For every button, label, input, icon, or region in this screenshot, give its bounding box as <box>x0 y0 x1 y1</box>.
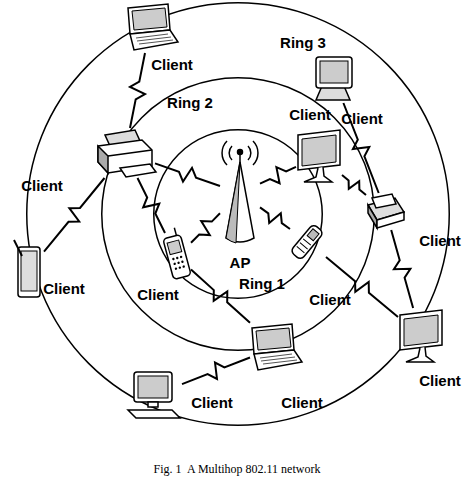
desktop-icon <box>128 372 180 418</box>
laptop-icon <box>128 4 178 50</box>
client-device: Client <box>95 128 155 178</box>
ring-circle: Ring 3 Ring 2 Ring 1 AP <box>26 2 450 426</box>
ring-outline <box>101 77 375 351</box>
ring-outline <box>26 2 450 426</box>
ring-circle: Ring 2 Ring 1 AP <box>101 77 375 351</box>
ring-circle: Ring 1 AP <box>153 129 323 299</box>
ap-tower <box>222 141 258 243</box>
wireless-link <box>391 230 413 308</box>
device-label: Client <box>419 233 461 248</box>
device-label: Client <box>43 281 85 296</box>
client-device: Client <box>14 240 44 300</box>
device-label: Client <box>191 395 233 410</box>
figure-caption: Fig. 1 A Multihop 802.11 network <box>0 462 474 477</box>
ring-outline <box>153 129 323 299</box>
wireless-link <box>326 257 398 317</box>
printer-icon <box>98 130 156 177</box>
wireless-link <box>260 207 290 229</box>
device-label: Client <box>419 373 461 388</box>
client-device: Client <box>296 128 342 184</box>
device-label: Client <box>137 287 179 302</box>
scanner-icon <box>368 194 404 228</box>
crt-monitor-icon <box>316 57 352 100</box>
wireless-link <box>44 178 105 252</box>
device-label: AP <box>230 255 251 270</box>
wireless-link <box>182 358 250 385</box>
ring-label: Ring 3 <box>280 35 326 50</box>
client-device: Client <box>250 322 304 372</box>
client-device: Client <box>312 55 356 103</box>
wireless-link <box>191 213 220 243</box>
client-device: Client <box>398 308 444 364</box>
client-device: Client <box>290 222 326 262</box>
wireless-link <box>342 175 366 195</box>
ring-label: Ring 1 <box>239 276 285 291</box>
device-label: Client <box>341 111 383 126</box>
monitor-icon <box>400 310 442 362</box>
device-label: Client <box>21 178 63 193</box>
wireless-link <box>138 178 166 233</box>
client-device: Client <box>126 370 182 420</box>
pda-icon <box>161 227 191 280</box>
ring-label: Ring 2 <box>167 95 213 110</box>
client-device: Client <box>163 233 191 281</box>
client-device: Client <box>366 193 406 230</box>
wireless-link <box>155 163 220 186</box>
phone-icon <box>290 224 324 261</box>
monitor-icon <box>298 130 340 182</box>
client-device: Client <box>120 3 180 53</box>
device-label: Client <box>151 57 193 72</box>
device-label: Client <box>281 395 323 410</box>
device-label: Client <box>289 107 331 122</box>
wireless-link <box>343 103 378 193</box>
wireless-link <box>191 270 250 323</box>
laptop-icon <box>252 324 302 370</box>
wireless-link <box>260 167 296 184</box>
access-point: AP <box>220 140 260 246</box>
tablet-icon <box>14 240 40 297</box>
device-label: Client <box>309 292 351 307</box>
wireless-link <box>130 53 145 128</box>
